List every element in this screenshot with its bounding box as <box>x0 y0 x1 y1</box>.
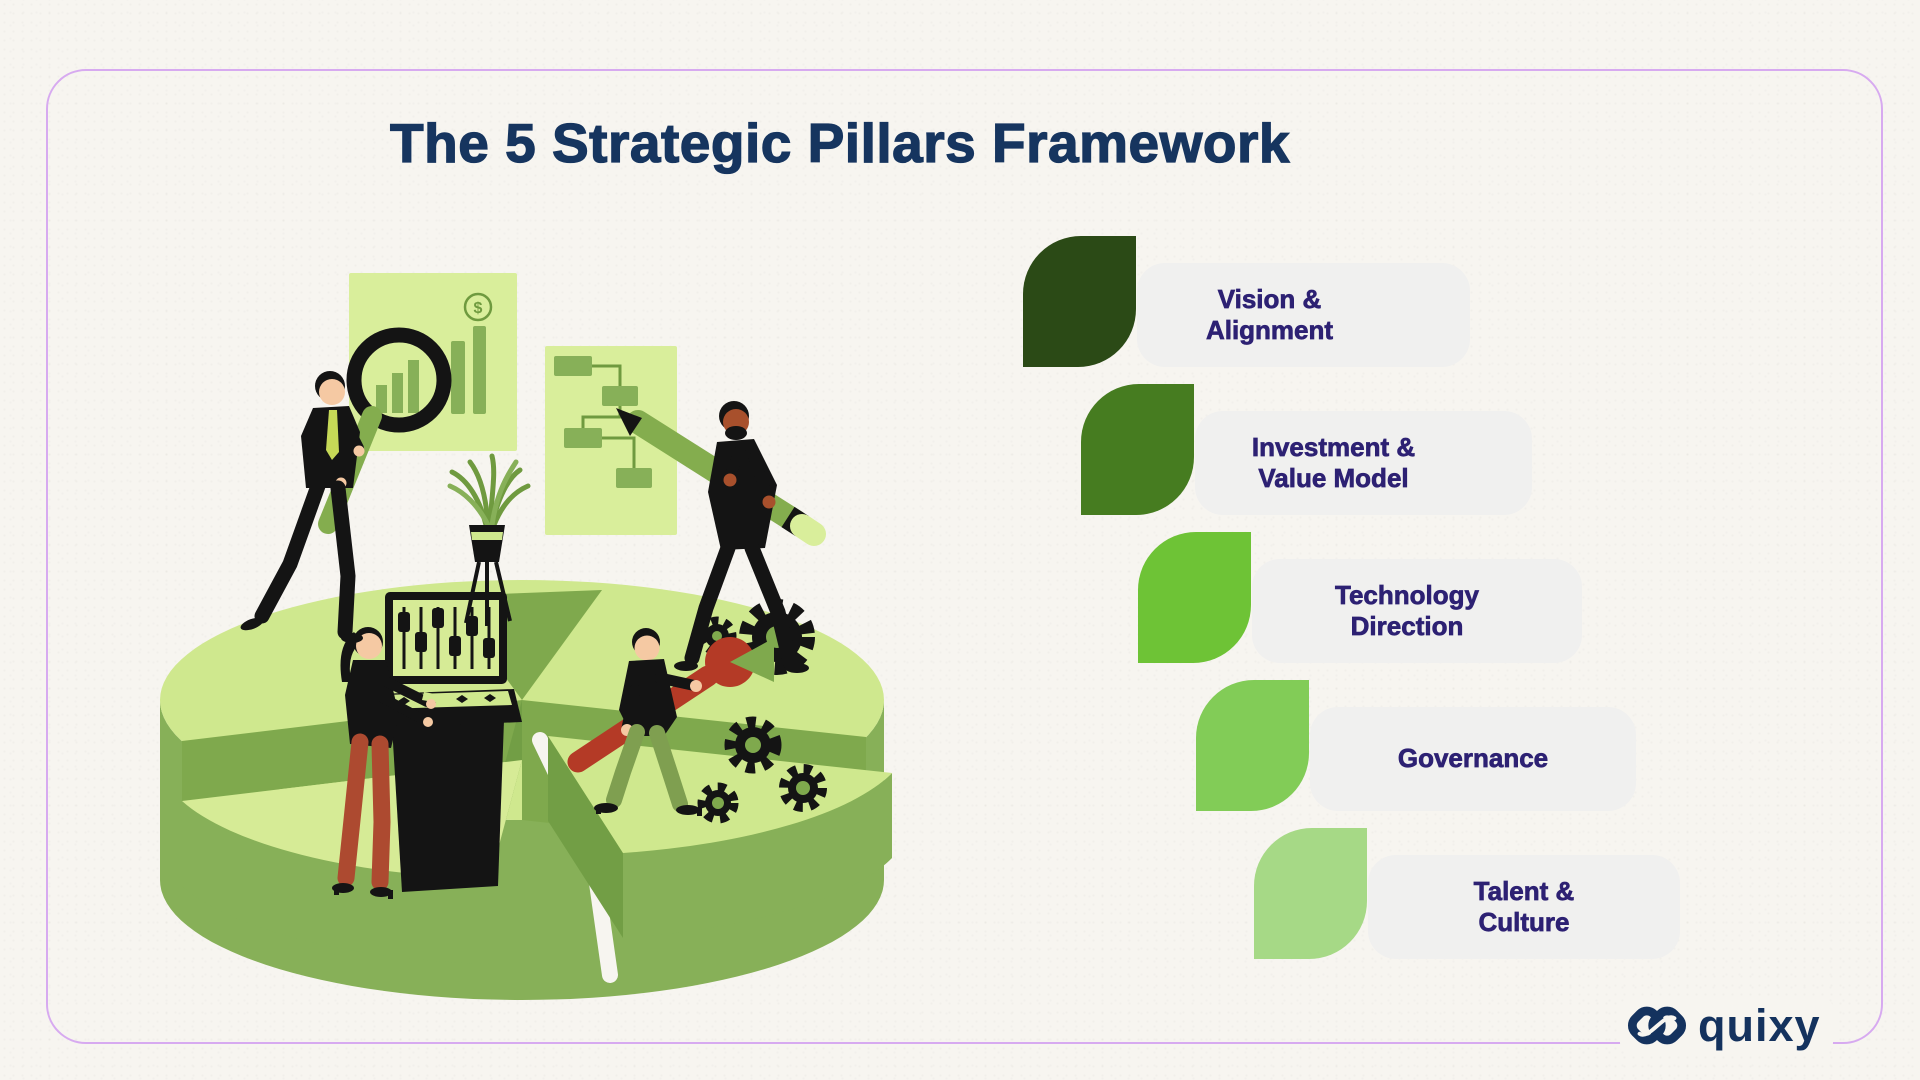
pillar-card: Technology Direction <box>1252 559 1582 663</box>
dollar-coin-icon: $ <box>463 292 493 322</box>
strategy-illustration: $ <box>160 273 892 1000</box>
logo-text: quixy <box>1698 1000 1821 1051</box>
pillar-card: Talent & Culture <box>1368 855 1680 959</box>
leaf-icon <box>1081 384 1194 515</box>
engineer-figure <box>594 628 702 816</box>
gear-icon <box>779 764 827 812</box>
operator-figure <box>332 627 446 899</box>
pillar-label: Vision & Alignment <box>1205 283 1334 345</box>
pillar-label: Governance <box>1397 743 1549 774</box>
gear-icon <box>697 782 739 824</box>
pillar-card: Investment & Value Model <box>1195 411 1532 515</box>
pillar-card: Vision & Alignment <box>1137 263 1470 367</box>
slider-knobs <box>398 608 495 658</box>
flowchart-board <box>545 346 677 535</box>
quixy-logo: quixy <box>1620 997 1833 1055</box>
pillar-card: Governance <box>1310 707 1636 811</box>
plant <box>447 453 531 626</box>
svg-text:$: $ <box>474 300 483 317</box>
leaf-icon <box>1254 828 1367 959</box>
leaf-icon <box>1138 532 1251 663</box>
leaf-icon <box>1196 680 1309 811</box>
analyst-figure <box>240 371 365 643</box>
pillar-label: Talent & Culture <box>1473 875 1575 937</box>
page-title: The 5 Strategic Pillars Framework <box>389 111 1290 174</box>
infinity-icon <box>1627 1006 1687 1045</box>
pillar-label: Investment & Value Model <box>1251 431 1416 493</box>
gear-icon <box>724 716 782 774</box>
strategist-figure <box>674 401 809 673</box>
pillar-label: Technology Direction <box>1335 579 1480 641</box>
leaf-icon <box>1023 236 1136 367</box>
border-frame <box>46 69 1883 1044</box>
